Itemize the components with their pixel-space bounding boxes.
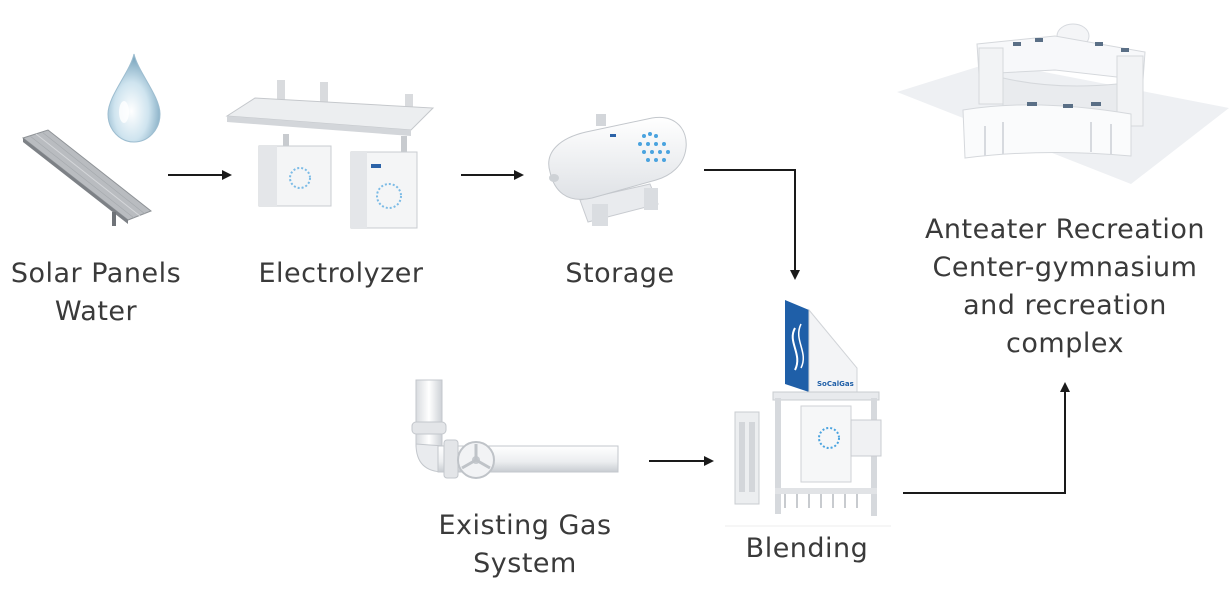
recreation-center-building-icon [897, 23, 1229, 184]
label-electrolyzer: Electrolyzer [258, 258, 424, 289]
label-storage: Storage [565, 258, 675, 289]
label-existing-gas-system: Existing Gas System [438, 510, 612, 579]
solar-panel-icon [21, 129, 152, 226]
brand-logo-text: SoCalGas [817, 380, 854, 388]
water-drop-icon [107, 53, 161, 143]
arrow-storage-to-blending [704, 169, 800, 280]
storage-tank-icon [548, 114, 687, 226]
label-water: Water [54, 296, 138, 327]
arrow-blending-to-destination [903, 382, 1070, 494]
blending-skid-icon: SoCalGas [725, 300, 891, 527]
label-solar-panels: Solar Panels [10, 258, 182, 289]
label-blending: Blending [745, 533, 869, 564]
label-destination: Anteater Recreation Center-gymnasium and… [924, 214, 1206, 359]
electrolyzer-icon [225, 80, 435, 229]
gas-pipe-icon [411, 379, 619, 479]
label-solar-water: Solar Panels Water [0, 255, 192, 331]
